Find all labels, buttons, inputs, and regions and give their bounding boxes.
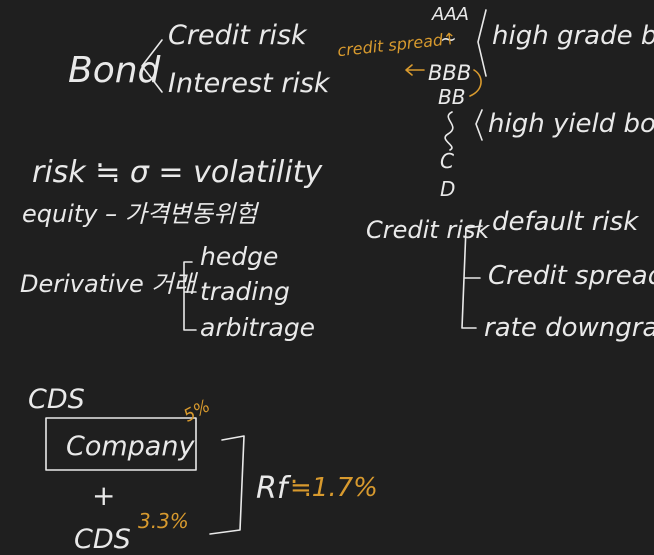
bond-item-credit: Credit risk (168, 20, 308, 51)
risk-line: risk ≒ σ = volatility (32, 155, 323, 190)
high-grade-label: high grade bond (492, 21, 654, 51)
bond-section: Bond Credit risk Interest risk (68, 20, 331, 99)
rating-bb: BB (438, 85, 465, 109)
equity-line: equity – 가격변동위험 (22, 200, 260, 228)
ratings-section: AAA ~ BBB BB C D high grade bond high yi… (336, 4, 654, 201)
cds-bracket (209, 435, 245, 535)
credit-risk-section: Credit risk default risk Credit spread ↑… (366, 207, 654, 343)
rating-c: C (440, 149, 454, 173)
rating-approx: ~ (440, 27, 457, 51)
rating-squiggle (444, 111, 454, 151)
spread-note: credit spread↑ (336, 29, 457, 60)
cds-top-label: CDS (28, 384, 85, 415)
derivative-item-hedge: hedge (200, 242, 278, 271)
rf-rate: ≒1.7% (290, 473, 378, 503)
rating-bbb: BBB (428, 61, 471, 85)
credit-risk-bracket (461, 225, 483, 329)
cds-section: CDS Company 5% + CDS 3.3% Rf ≒1.7% (28, 384, 378, 555)
credit-risk-title: Credit risk (366, 216, 490, 244)
company-box (45, 417, 197, 471)
bbb-bb-boundary (469, 69, 482, 97)
rf-label: Rf (256, 471, 292, 506)
cds-bottom-label: CDS (74, 524, 131, 555)
bond-title: Bond (68, 50, 162, 91)
bond-item-interest: Interest risk (168, 68, 331, 99)
high-grade-bracket (477, 9, 487, 77)
company-label: Company (66, 431, 195, 462)
derivative-item-arbitrage: arbitrage (200, 313, 315, 342)
derivative-section: Derivative 거래 hedge trading arbitrage (20, 242, 315, 342)
plus-sign: + (92, 479, 115, 512)
credit-risk-item-spread: Credit spread ↑ (488, 261, 654, 291)
bond-bracket (141, 39, 163, 93)
derivative-label: Derivative 거래 (20, 270, 198, 298)
rating-d: D (440, 177, 455, 201)
cds-rate: 3.3% (138, 509, 189, 533)
company-rate: 5% (180, 396, 213, 426)
credit-risk-item-downgrade: rate downgrade (484, 313, 654, 343)
high-yield-bracket (475, 109, 483, 141)
credit-risk-item-default: default risk (492, 207, 639, 237)
rating-aaa: AAA (431, 4, 469, 25)
derivative-bracket (183, 261, 197, 331)
spread-arrow (405, 64, 425, 76)
high-yield-label: high yield bond (488, 109, 654, 139)
derivative-item-trading: trading (200, 277, 290, 306)
